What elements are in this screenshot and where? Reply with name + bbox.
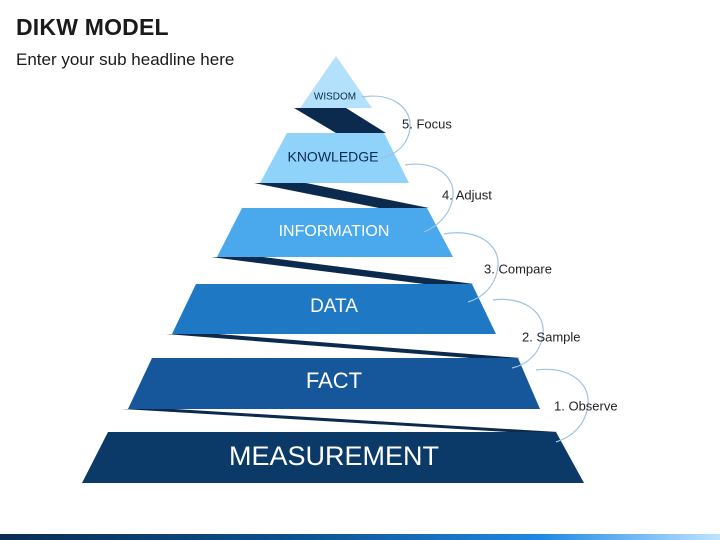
level-data-label: DATA	[310, 296, 358, 317]
level-connector	[122, 409, 558, 432]
step-curve	[535, 368, 589, 443]
level-measurement-shape	[82, 432, 584, 483]
step-curve	[404, 163, 454, 233]
level-knowledge-label: KNOWLEDGE	[287, 149, 378, 165]
step-curve	[361, 95, 411, 159]
level-measurement-label: MEASUREMENT	[229, 441, 439, 471]
step-curve	[492, 298, 544, 369]
page-title: DIKW MODEL	[16, 14, 169, 40]
level-knowledge-shape	[260, 133, 409, 183]
level-data-shape	[172, 284, 496, 334]
level-information-shape	[217, 208, 453, 257]
step-label-2-sample: 2. Sample	[522, 329, 581, 344]
footer-bar	[0, 534, 720, 540]
step-label-4-adjust: 4. Adjust	[442, 187, 492, 202]
level-connector	[254, 183, 429, 208]
level-connector	[294, 108, 386, 133]
level-connector	[211, 257, 474, 284]
level-wisdom-label: WISDOM	[314, 92, 356, 103]
level-fact-shape	[128, 358, 540, 409]
level-wisdom-shape	[300, 56, 372, 108]
step-curve	[443, 232, 499, 303]
step-label-5-focus: 5. Focus	[402, 116, 452, 131]
page-subtitle: Enter your sub headline here	[16, 50, 235, 69]
step-label-3-compare: 3. Compare	[484, 261, 552, 276]
level-fact-label: FACT	[306, 368, 362, 393]
level-connector	[166, 334, 520, 358]
step-label-1-observe: 1. Observe	[554, 398, 618, 413]
level-information-label: INFORMATION	[279, 223, 390, 240]
